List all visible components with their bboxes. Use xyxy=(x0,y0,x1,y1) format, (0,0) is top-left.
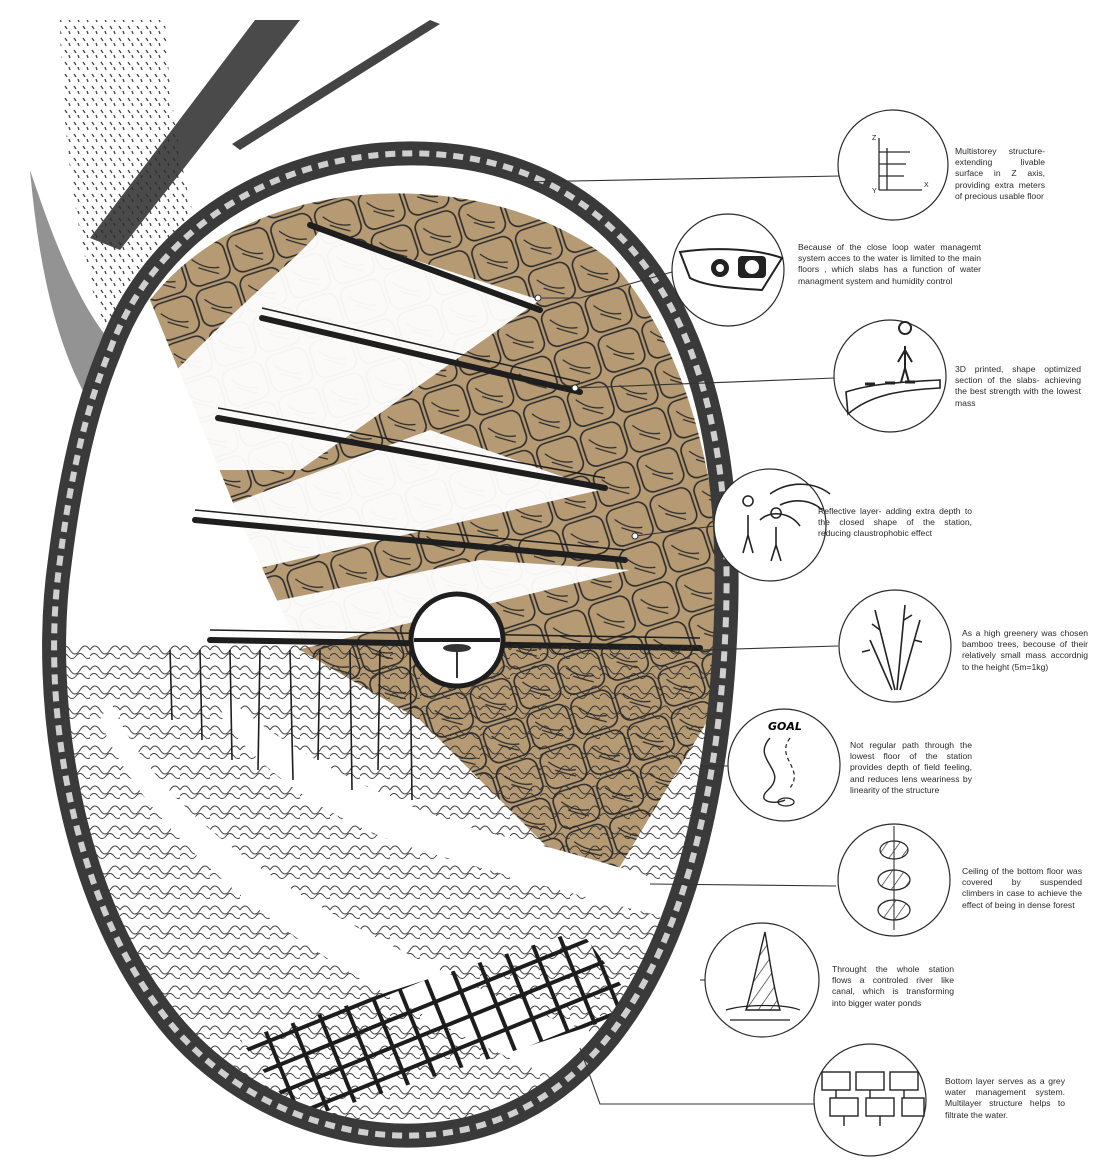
axis-z-label: Z xyxy=(872,135,877,142)
detail-circle-bamboo xyxy=(838,589,952,703)
note-multistorey: Multistorey structure- extending livable… xyxy=(955,146,1045,201)
note-bottom-layer: Bottom layer serves as a grey water mana… xyxy=(945,1076,1065,1120)
detail-circle-water xyxy=(671,213,785,327)
detail-circle-river xyxy=(704,922,820,1038)
station-interior xyxy=(54,153,727,1136)
axis-x-label: X xyxy=(924,182,929,189)
note-bamboo: As a high greenery was chosen bamboo tre… xyxy=(962,628,1088,672)
note-path: Not regular path through the lowest floo… xyxy=(850,740,972,795)
detail-circle-filter xyxy=(813,1043,927,1157)
note-water-loop: Because of the close loop water managemt… xyxy=(798,242,981,286)
goal-label: GOAL xyxy=(768,720,802,733)
note-ceiling: Ceiling of the bottom floor was covered … xyxy=(962,866,1082,910)
detail-circle-slab xyxy=(833,319,947,433)
note-printed-slabs: 3D printed, shape optimized section of t… xyxy=(955,364,1081,408)
leader-lines xyxy=(519,175,841,1105)
axis-y-label: Y xyxy=(872,188,877,195)
lens-detail xyxy=(408,591,506,689)
note-reflective-layer: Reflective layer- adding extra depth to … xyxy=(818,506,972,539)
note-river: Throught the whole station flows a contr… xyxy=(832,964,954,1008)
detail-circle-reflective xyxy=(713,468,831,582)
detail-circle-path: GOAL xyxy=(727,708,841,822)
detail-circle-axes xyxy=(837,109,949,221)
detail-circle-ceiling xyxy=(837,823,951,937)
